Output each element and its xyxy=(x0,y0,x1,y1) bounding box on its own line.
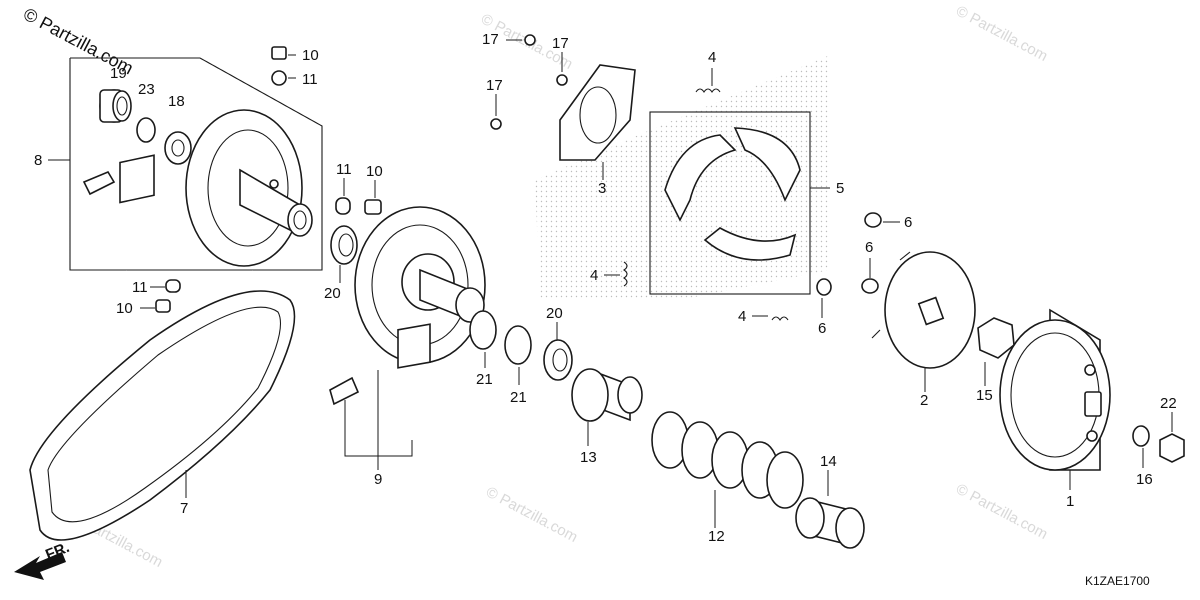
oil-seal-20-left xyxy=(330,225,358,265)
front-direction-arrow: FR. xyxy=(14,539,72,580)
kit-box-8 xyxy=(48,57,323,271)
svg-text:© Partzilla.com: © Partzilla.com xyxy=(953,481,1050,543)
callout-13: 13 xyxy=(580,449,597,466)
callout-5: 5 xyxy=(836,180,844,197)
callout-7: 7 xyxy=(180,500,188,517)
clutch-shoe-box-5 xyxy=(649,111,811,295)
callout-labels: 1 2 3 4 4 4 5 6 6 6 7 8 9 10 10 10 11 11… xyxy=(34,31,1177,545)
drive-face-8 xyxy=(185,109,313,267)
washer-16 xyxy=(1132,425,1150,447)
spring-4-low xyxy=(771,316,789,321)
callout-11a: 11 xyxy=(302,71,318,88)
callout-17a: 17 xyxy=(482,31,499,48)
drive-belt-7 xyxy=(29,290,296,541)
nut-22 xyxy=(1159,433,1185,463)
callout-1: 1 xyxy=(1066,493,1074,510)
spring-4-top xyxy=(695,88,721,93)
collar-6-a xyxy=(864,212,882,228)
callout-17c: 17 xyxy=(486,77,503,94)
callout-15: 15 xyxy=(976,387,993,404)
callout-16: 16 xyxy=(1136,471,1153,488)
o-ring-21-a xyxy=(469,310,497,350)
collar-14 xyxy=(795,497,865,549)
callout-21a: 21 xyxy=(476,371,493,388)
callout-10c: 10 xyxy=(116,300,133,317)
drive-plate-2 xyxy=(871,251,976,369)
callout-17b: 17 xyxy=(552,35,569,52)
clip-17-b xyxy=(556,74,568,86)
clip-17-c xyxy=(490,118,502,130)
callout-11c: 11 xyxy=(132,279,148,296)
callout-20a: 20 xyxy=(324,285,341,302)
diagram-code: K1ZAE1700 xyxy=(1085,574,1150,588)
o-ring-21-b xyxy=(504,325,532,365)
callout-22: 22 xyxy=(1160,395,1177,412)
needle-bearing-19 xyxy=(99,89,132,123)
label-card-8 xyxy=(119,154,155,204)
slider-pin-10-low xyxy=(155,299,171,313)
label-card-9 xyxy=(397,323,431,369)
callout-19: 19 xyxy=(110,65,127,82)
roller-11-top xyxy=(271,70,287,86)
callout-11b: 11 xyxy=(336,161,352,178)
grease-tube-8 xyxy=(82,170,116,196)
callout-6a: 6 xyxy=(904,214,912,231)
callout-9: 9 xyxy=(374,471,382,488)
slider-pin-10-top xyxy=(271,46,287,60)
bearing-18 xyxy=(164,131,192,165)
circlip-23 xyxy=(136,117,156,143)
callout-12: 12 xyxy=(708,528,725,545)
clip-17-a xyxy=(524,34,536,46)
callout-4a: 4 xyxy=(708,49,716,66)
svg-text:© Partzilla.com: © Partzilla.com xyxy=(953,3,1050,65)
svg-text:© Partzilla.com: © Partzilla.com xyxy=(483,484,580,546)
clutch-outer-1 xyxy=(999,308,1111,471)
spring-4-mid xyxy=(623,261,628,287)
callout-2: 2 xyxy=(920,392,928,409)
callout-23: 23 xyxy=(138,81,155,98)
nut-15 xyxy=(977,317,1015,359)
clutch-plate-3 xyxy=(559,64,636,161)
grease-tube-9 xyxy=(329,376,360,406)
callout-6b: 6 xyxy=(865,239,873,256)
callout-18: 18 xyxy=(168,93,185,110)
callout-20b: 20 xyxy=(546,305,563,322)
callout-21b: 21 xyxy=(510,389,527,406)
driven-face-9 xyxy=(354,206,486,364)
slider-pin-10-mid xyxy=(364,199,382,215)
callout-6c: 6 xyxy=(818,320,826,337)
callout-4b: 4 xyxy=(590,267,598,284)
svg-text:FR.: FR. xyxy=(43,539,72,564)
callout-8: 8 xyxy=(34,152,42,169)
collar-6-b xyxy=(861,278,879,294)
callout-3: 3 xyxy=(598,180,606,197)
callout-10b: 10 xyxy=(366,163,383,180)
callout-10a: 10 xyxy=(302,47,319,64)
roller-11-low xyxy=(165,279,181,293)
oil-seal-20-right xyxy=(543,339,573,381)
roller-11-mid xyxy=(335,197,351,215)
clutch-shoes-5 xyxy=(664,127,801,261)
callout-14: 14 xyxy=(820,453,837,470)
collar-6-c xyxy=(816,278,832,296)
callout-4c: 4 xyxy=(738,308,746,325)
driven-spring-12 xyxy=(651,411,804,509)
seal-collar-13 xyxy=(571,368,643,422)
